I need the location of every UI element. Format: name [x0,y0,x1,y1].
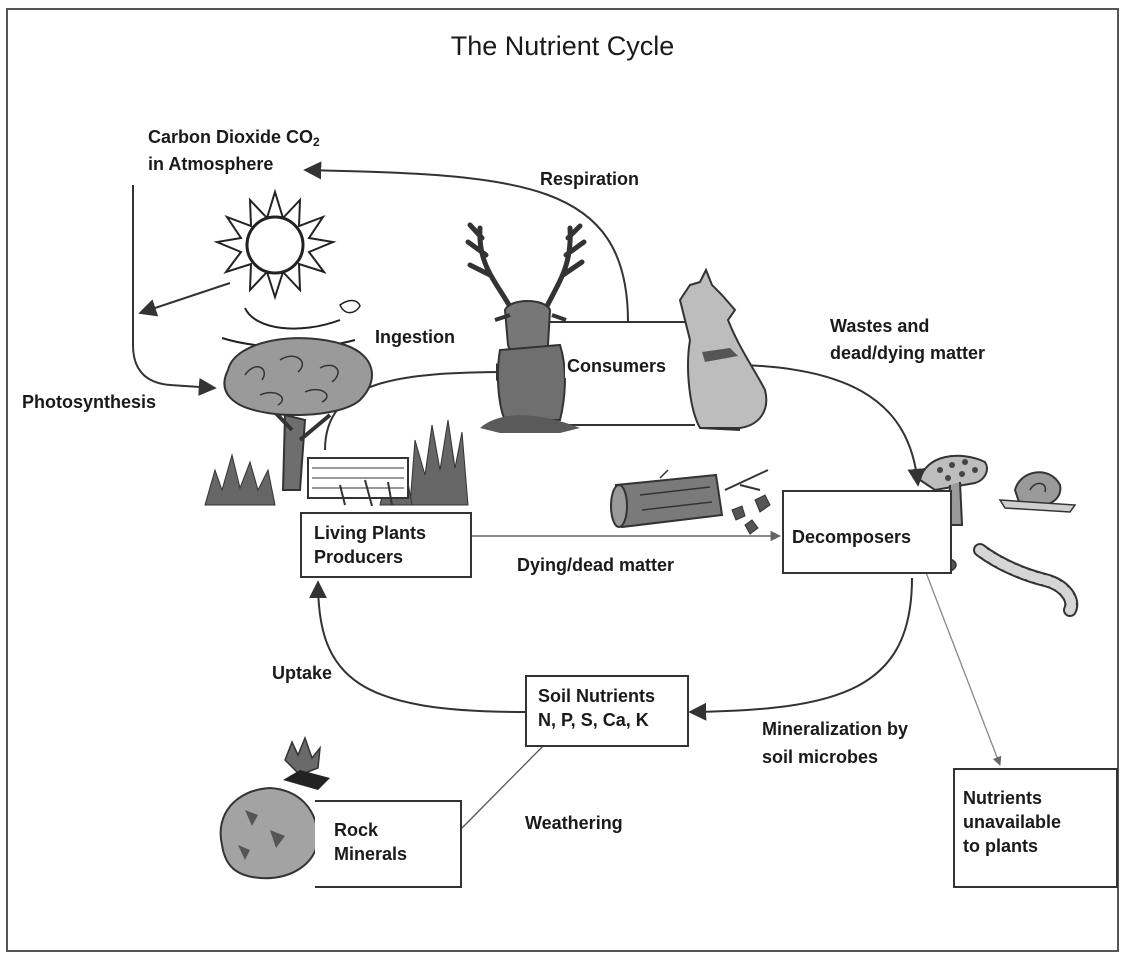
mineralization-arrow [690,578,912,712]
crystal-icon [283,738,330,790]
unavailable-label-line3: to plants [963,834,1061,858]
loss-arrow [925,570,1000,765]
co2-label-line2: in Atmosphere [148,152,273,176]
uptake-arrow [318,582,525,712]
leaves-icon [725,470,770,534]
uptake-label: Uptake [272,661,332,685]
decomposers-label-text: Decomposers [792,525,911,549]
wastes-label-line2: dead/dying matter [830,341,985,365]
sun-icon [217,192,360,347]
photosynthesis-label: Photosynthesis [22,390,156,414]
co2-label: Carbon Dioxide CO2 [148,125,320,149]
wolf-icon [680,270,766,430]
fallen-log-icon [308,458,408,506]
rock-label-line2: Minerals [334,842,407,866]
mineralization-label-line1: Mineralization by [762,717,908,741]
worm-icon [980,550,1071,610]
soil-label-line2: N, P, S, Ca, K [538,708,655,732]
producers-label-line1: Living Plants [314,521,426,545]
mineralization-label-line2: soil microbes [762,745,878,769]
dying-matter-label: Dying/dead matter [517,553,674,577]
rock-label-line1: Rock [334,818,407,842]
ingestion-label: Ingestion [375,325,455,349]
deer-icon [468,225,584,433]
unavailable-label: Nutrients unavailable to plants [963,786,1061,858]
rock-label: Rock Minerals [334,818,407,866]
producers-label-line2: Producers [314,545,426,569]
weathering-label: Weathering [525,811,623,835]
log-icon [611,470,722,527]
sun-light-arrow [140,283,230,313]
co2-label-line1: Carbon Dioxide CO [148,127,313,147]
soil-label: Soil Nutrients N, P, S, Ca, K [538,684,655,732]
unavailable-label-line1: Nutrients [963,786,1061,810]
consumers-label: Consumers [565,354,668,378]
snail-icon [1000,472,1075,512]
soil-label-line1: Soil Nutrients [538,684,655,708]
unavailable-label-line2: unavailable [963,810,1061,834]
wastes-label-line1: Wastes and [830,314,929,338]
respiration-label: Respiration [540,167,639,191]
producers-label: Living Plants Producers [314,521,426,569]
rock-icon [221,788,318,878]
co2-to-plants-arrow [133,185,215,388]
diagram-title: The Nutrient Cycle [0,30,1125,62]
decomposers-label: Decomposers [792,525,911,549]
co2-subscript: 2 [313,135,320,149]
